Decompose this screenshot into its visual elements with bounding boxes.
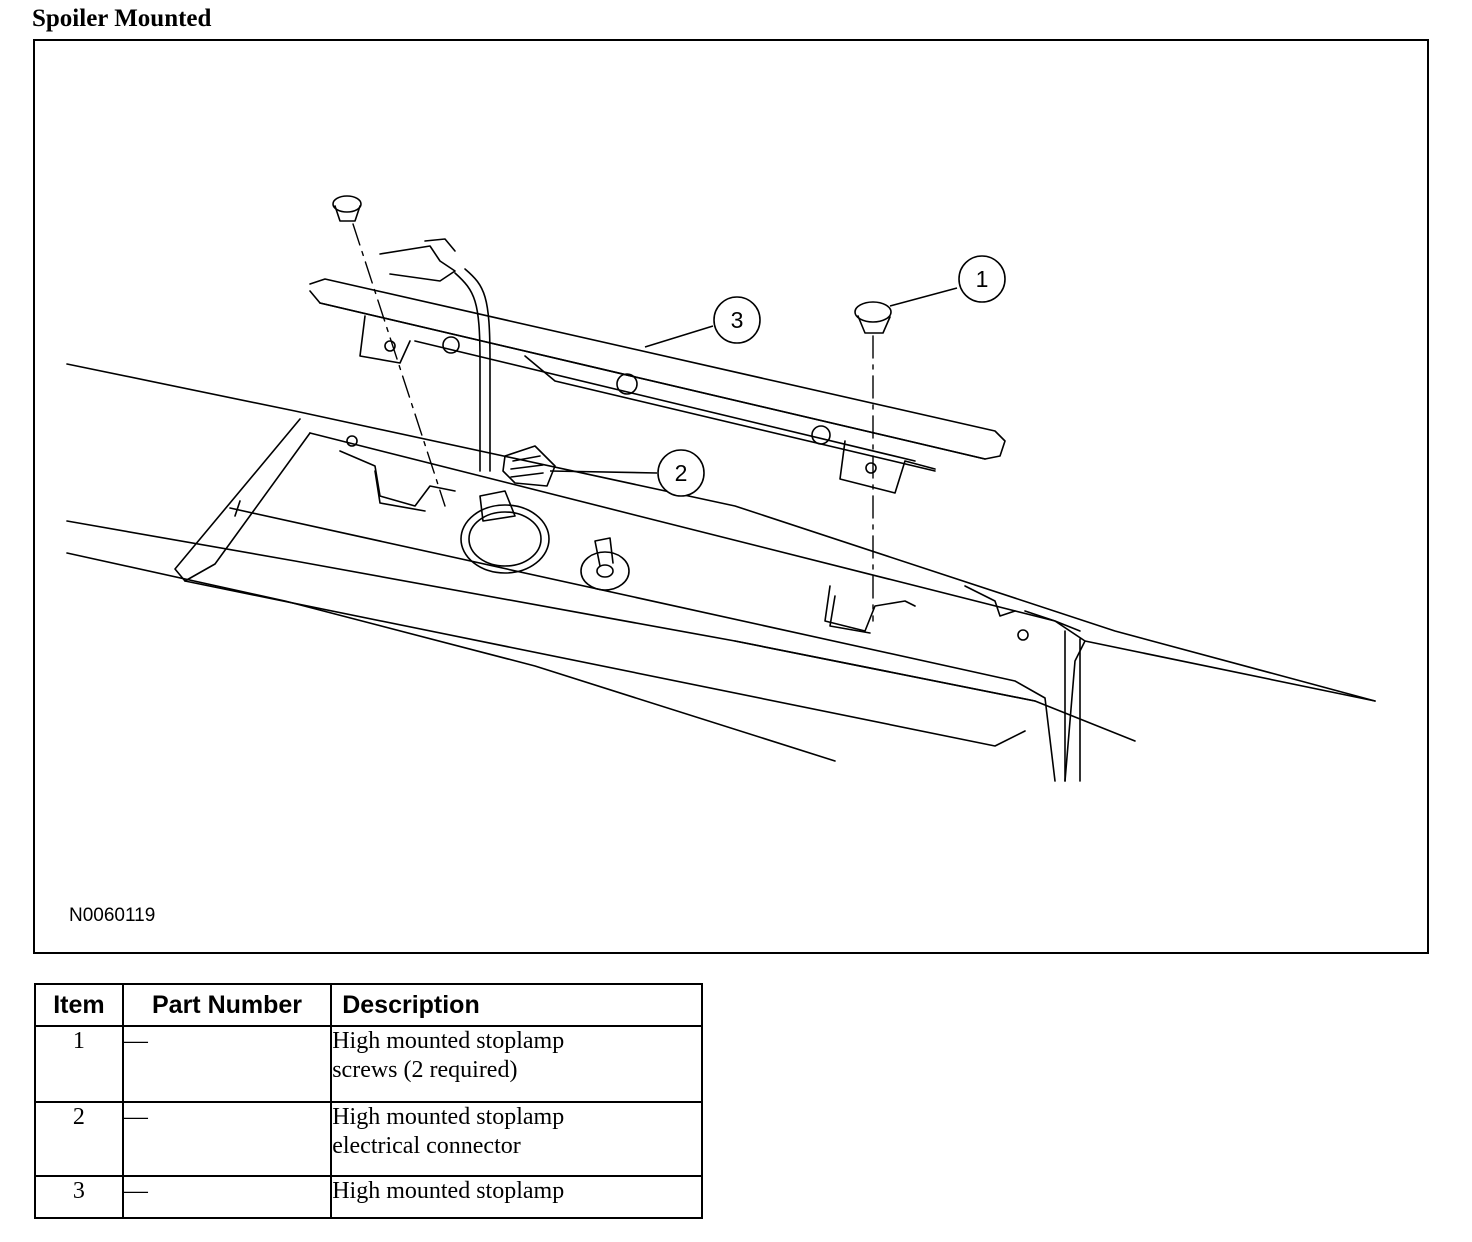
spoiler-body-outline bbox=[66, 363, 1376, 762]
parts-table: Item Part Number Description 1 — High mo… bbox=[34, 983, 703, 1219]
item-number: 3 bbox=[34, 1175, 124, 1219]
description: High mounted stoplamp bbox=[330, 1175, 703, 1219]
installation-lines bbox=[352, 223, 874, 622]
callout-2 bbox=[549, 449, 705, 497]
description-line: High mounted stoplamp bbox=[332, 1028, 565, 1054]
page-title: Spoiler Mounted bbox=[32, 5, 212, 32]
table-row: 1 — High mounted stoplamp screws (2 requ… bbox=[34, 1025, 703, 1103]
part-number: — bbox=[121, 1175, 333, 1219]
item-number: 1 bbox=[34, 1025, 124, 1103]
part-number: — bbox=[121, 1101, 333, 1177]
callout-3 bbox=[644, 296, 761, 348]
figure-frame: 1 2 3 N0060119 bbox=[33, 39, 1429, 954]
part-number: — bbox=[121, 1025, 333, 1103]
callout-label-3: 3 bbox=[731, 307, 744, 333]
screw-left bbox=[332, 195, 362, 222]
mounting-stud bbox=[580, 537, 630, 591]
electrical-connector bbox=[502, 445, 556, 487]
description-line: screws (2 required) bbox=[332, 1057, 518, 1083]
table-header-row: Item Part Number Description bbox=[34, 983, 703, 1027]
callout-label-2: 2 bbox=[675, 460, 688, 486]
mounting-recess bbox=[174, 418, 1086, 782]
callout-1 bbox=[889, 255, 1006, 307]
description-line: High mounted stoplamp bbox=[332, 1104, 565, 1130]
description-line: High mounted stoplamp bbox=[332, 1178, 565, 1204]
header-part-number: Part Number bbox=[121, 983, 333, 1027]
grommet bbox=[460, 490, 550, 574]
callout-label-1: 1 bbox=[976, 266, 989, 292]
table-row: 2 — High mounted stoplamp electrical con… bbox=[34, 1101, 703, 1177]
stoplamp-assembly bbox=[309, 238, 1006, 494]
description: High mounted stoplamp electrical connect… bbox=[330, 1101, 703, 1177]
table-row: 3 — High mounted stoplamp bbox=[34, 1175, 703, 1219]
item-number: 2 bbox=[34, 1101, 124, 1177]
description: High mounted stoplamp screws (2 required… bbox=[330, 1025, 703, 1103]
figure-id: N0060119 bbox=[69, 905, 156, 926]
description-line: electrical connector bbox=[332, 1133, 521, 1159]
screw-right bbox=[854, 301, 892, 334]
header-description: Description bbox=[330, 983, 703, 1027]
header-item: Item bbox=[34, 983, 124, 1027]
exploded-diagram: 1 2 3 bbox=[66, 195, 1376, 782]
